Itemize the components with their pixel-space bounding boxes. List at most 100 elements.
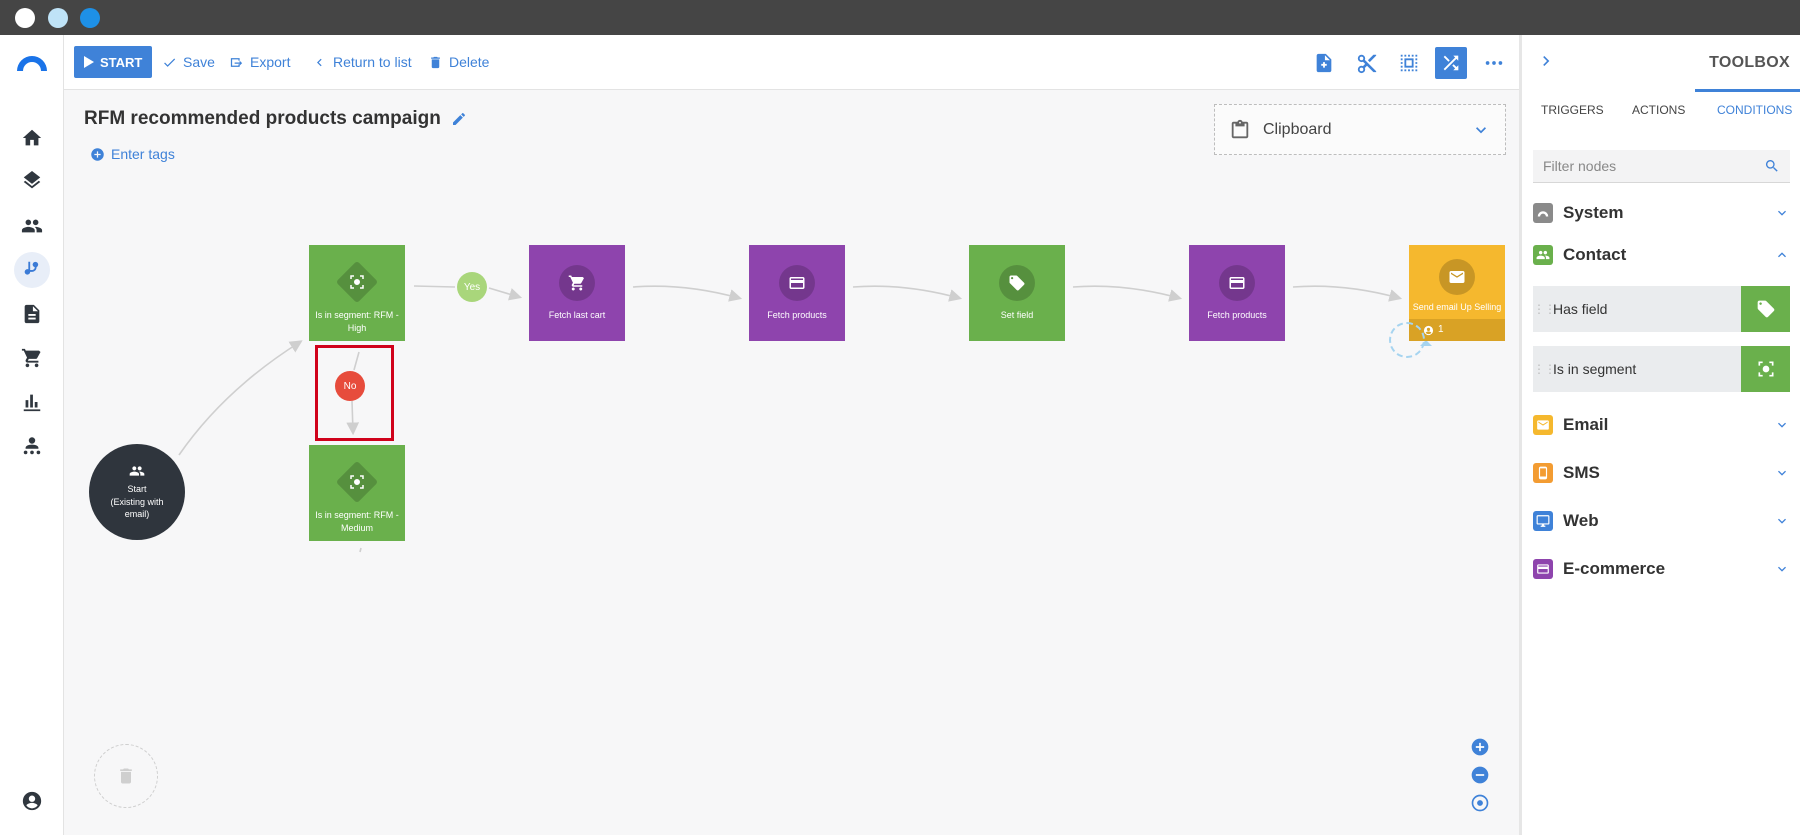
category-system[interactable]: System bbox=[1533, 198, 1790, 228]
filter-nodes-input[interactable] bbox=[1543, 158, 1764, 174]
drag-handle-icon[interactable]: ⋮⋮ bbox=[1533, 362, 1556, 376]
yes-branch-badge[interactable]: Yes bbox=[457, 272, 487, 302]
nav-account-icon[interactable] bbox=[14, 783, 50, 819]
node-fetch-products-1[interactable]: Fetch products bbox=[749, 245, 845, 341]
tag-icon bbox=[999, 265, 1035, 301]
target-icon bbox=[1471, 794, 1489, 812]
window-close-button[interactable] bbox=[15, 8, 35, 28]
search-icon[interactable] bbox=[1764, 158, 1780, 174]
save-button[interactable]: Save bbox=[162, 46, 215, 78]
export-icon bbox=[230, 57, 243, 67]
node-label: Is in segment: RFM - Medium bbox=[315, 510, 399, 533]
account-icon bbox=[1423, 325, 1434, 335]
enter-tags-button[interactable]: Enter tags bbox=[90, 146, 175, 162]
delete-button-label: Delete bbox=[449, 54, 490, 70]
chevron-down-icon bbox=[1774, 205, 1790, 221]
node-set-field[interactable]: Set field bbox=[969, 245, 1065, 341]
app-logo[interactable] bbox=[15, 53, 49, 71]
toolbox-accent-bar bbox=[1695, 89, 1800, 92]
category-label: SMS bbox=[1563, 463, 1600, 482]
add-note-icon[interactable] bbox=[1308, 47, 1340, 79]
clipboard-label: Clipboard bbox=[1263, 120, 1332, 138]
category-sms[interactable]: SMS bbox=[1533, 458, 1790, 488]
chevron-down-icon bbox=[1774, 417, 1790, 433]
no-branch-badge[interactable]: No bbox=[335, 371, 365, 401]
category-label: Email bbox=[1563, 415, 1609, 434]
tab-conditions[interactable]: CONDITIONS bbox=[1717, 103, 1793, 117]
contacts-icon bbox=[129, 466, 145, 476]
category-label: Contact bbox=[1563, 245, 1627, 264]
node-fetch-last-cart[interactable]: Fetch last cart bbox=[529, 245, 625, 341]
cart-icon bbox=[559, 265, 595, 301]
toolbox-tabs: TRIGGERS ACTIONS CONDITIONS bbox=[1522, 103, 1800, 133]
drop-target-placeholder[interactable] bbox=[1389, 322, 1425, 358]
edit-pencil-icon[interactable] bbox=[451, 111, 467, 127]
drag-handle-icon[interactable]: ⋮⋮ bbox=[1533, 302, 1556, 316]
credit-card-icon bbox=[1219, 265, 1255, 301]
clipboard-dropdown[interactable]: Clipboard bbox=[1214, 104, 1506, 155]
shuffle-icon[interactable] bbox=[1435, 47, 1467, 79]
start-button[interactable]: START bbox=[74, 46, 153, 78]
plus-circle-icon bbox=[1471, 738, 1489, 756]
start-node[interactable]: Start (Existing with email) bbox=[89, 444, 185, 540]
category-label: Web bbox=[1563, 511, 1599, 530]
scissors-icon[interactable] bbox=[1351, 47, 1383, 79]
recenter-button[interactable] bbox=[1469, 792, 1491, 814]
minus-circle-icon bbox=[1471, 766, 1489, 784]
nav-ecommerce-icon[interactable] bbox=[14, 340, 50, 376]
check-icon bbox=[164, 58, 176, 67]
tab-actions[interactable]: ACTIONS bbox=[1632, 103, 1686, 117]
category-email[interactable]: Email bbox=[1533, 410, 1790, 440]
nav-reports-icon[interactable] bbox=[14, 384, 50, 420]
toolbox-panel: TOOLBOX TRIGGERS ACTIONS CONDITIONS Syst… bbox=[1519, 35, 1800, 835]
return-to-list-label: Return to list bbox=[333, 54, 412, 70]
category-web[interactable]: Web bbox=[1533, 506, 1790, 536]
tool-is-in-segment[interactable]: ⋮⋮ Is in segment bbox=[1533, 346, 1790, 392]
node-is-in-segment-high[interactable]: Is in segment: RFM - High bbox=[309, 245, 405, 341]
node-label: Set field bbox=[1000, 310, 1034, 320]
node-is-in-segment-medium[interactable]: Is in segment: RFM - Medium bbox=[309, 445, 405, 541]
nav-home-icon[interactable] bbox=[14, 120, 50, 156]
return-to-list-button[interactable]: Return to list bbox=[312, 46, 412, 78]
tab-triggers[interactable]: TRIGGERS bbox=[1541, 103, 1604, 117]
node-label: Fetch products bbox=[1207, 310, 1267, 320]
canvas-trash-dropzone[interactable] bbox=[94, 744, 158, 808]
collapse-toolbox-icon[interactable] bbox=[1536, 51, 1558, 73]
start-node-line3: email) bbox=[124, 509, 150, 520]
nav-campaigns-icon[interactable] bbox=[14, 252, 50, 288]
window-minimize-button[interactable] bbox=[48, 8, 68, 28]
chevron-left-icon bbox=[317, 58, 322, 66]
node-fetch-products-2[interactable]: Fetch products bbox=[1189, 245, 1285, 341]
tool-label: Has field bbox=[1553, 301, 1608, 317]
start-node-line1: Start bbox=[127, 484, 147, 495]
nav-layers-icon[interactable] bbox=[14, 164, 50, 200]
nav-audience-icon[interactable] bbox=[14, 428, 50, 464]
category-ecommerce[interactable]: E-commerce bbox=[1533, 554, 1790, 584]
nav-documents-icon[interactable] bbox=[14, 296, 50, 332]
node-send-email[interactable]: Send email Up Selling 1 bbox=[1409, 245, 1505, 341]
segment-icon bbox=[1741, 346, 1790, 392]
tool-has-field[interactable]: ⋮⋮ Has field bbox=[1533, 286, 1790, 332]
nav-contacts-icon[interactable] bbox=[14, 208, 50, 244]
select-area-icon[interactable] bbox=[1393, 47, 1425, 79]
more-options-icon[interactable] bbox=[1478, 47, 1510, 79]
category-label: E-commerce bbox=[1563, 559, 1666, 578]
filter-nodes-field bbox=[1533, 150, 1790, 183]
tag-icon bbox=[1741, 286, 1790, 332]
editor-toolbar: START Save Export Return to list Delete bbox=[64, 35, 1519, 90]
zoom-in-button[interactable] bbox=[1469, 736, 1491, 758]
category-contact[interactable]: Contact bbox=[1533, 240, 1790, 270]
save-button-label: Save bbox=[183, 54, 215, 70]
workflow-canvas[interactable]: RFM recommended products campaign Enter … bbox=[64, 90, 1519, 835]
window-maximize-button[interactable] bbox=[80, 8, 100, 28]
zoom-out-button[interactable] bbox=[1469, 764, 1491, 786]
credit-card-icon bbox=[779, 265, 815, 301]
play-icon bbox=[84, 56, 94, 68]
campaign-title: RFM recommended products campaign bbox=[84, 108, 467, 130]
segment-icon bbox=[335, 260, 379, 304]
start-node-line2: (Existing with bbox=[110, 496, 164, 507]
export-button[interactable]: Export bbox=[229, 46, 290, 78]
enter-tags-label: Enter tags bbox=[111, 146, 175, 162]
delete-button[interactable]: Delete bbox=[428, 46, 489, 78]
mobile-phone-icon bbox=[1533, 463, 1553, 483]
